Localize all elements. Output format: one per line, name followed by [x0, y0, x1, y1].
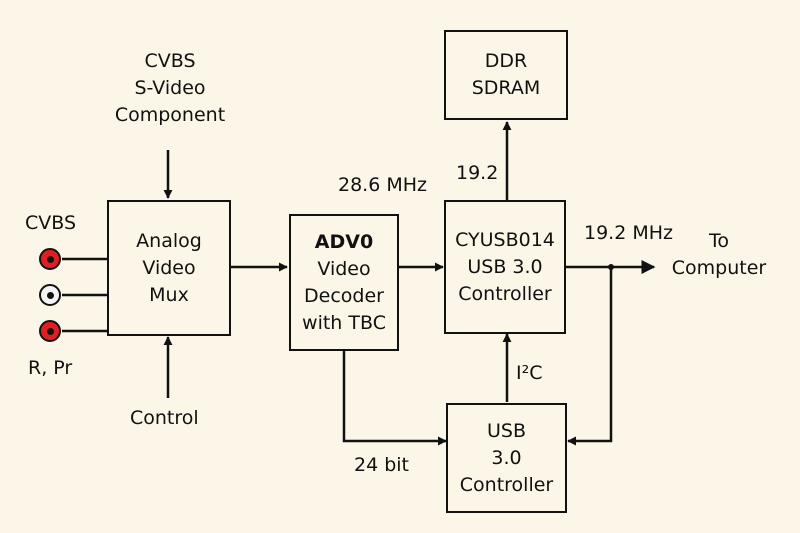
bus-width-label: 24 bit — [354, 454, 410, 476]
output-line-2: Computer — [671, 257, 767, 279]
clock-decoder-label: 28.6 MHz — [338, 174, 427, 196]
mux-line-3: Mux — [149, 283, 189, 306]
control-label: Control — [130, 407, 199, 429]
mux-line-2: Video — [142, 256, 196, 279]
decoder-title: ADV0 — [314, 230, 374, 253]
cyusb-controller-block: CYUSB014 USB 3.0 Controller — [444, 200, 566, 334]
cyusb-line-1: CYUSB014 — [455, 228, 555, 251]
ddr-line-1: DDR — [484, 50, 528, 72]
input-component: Component — [114, 104, 226, 126]
input-s-video: S-Video — [134, 77, 206, 99]
junction-dot-1 — [608, 264, 614, 270]
video-decoder-block: ADV0 Video Decoder with TBC — [289, 214, 399, 351]
wire-bus-to-usb — [567, 267, 613, 446]
i2c-label: I²C — [516, 362, 543, 384]
left-cvbs-label: CVBS — [25, 212, 77, 234]
mux-line-1: Analog — [136, 229, 202, 252]
cvbs-jack — [39, 248, 61, 270]
r-pr-jack — [39, 320, 61, 342]
usb-controller-block: USB 3.0 Controller — [446, 403, 567, 513]
decoder-line-1: Video — [317, 257, 371, 280]
top-inputs-label: CVBS S-Video Component — [100, 48, 240, 129]
white-jack — [39, 284, 61, 306]
usb-clock-label: 19.2 MHz — [584, 222, 673, 244]
output-line-1: To — [708, 230, 729, 252]
usb-line-3: Controller — [459, 473, 554, 496]
ddr-line-2: SDRAM — [471, 77, 541, 99]
analog-video-mux-block: Analog Video Mux — [107, 200, 231, 336]
ddr-link-label: 19.2 — [456, 162, 499, 184]
decoder-line-3: with TBC — [302, 311, 386, 334]
output-label: To Computer — [664, 228, 774, 282]
usb-line-2: 3.0 — [491, 446, 522, 469]
cyusb-line-3: Controller — [458, 282, 552, 305]
usb-line-1: USB — [486, 419, 526, 442]
decoder-line-2: Decoder — [304, 284, 384, 307]
input-cvbs: CVBS — [144, 50, 196, 72]
left-r-pr-label: R, Pr — [28, 357, 73, 379]
ddr-sdram-block: DDR SDRAM — [444, 30, 568, 120]
cyusb-line-2: USB 3.0 — [467, 255, 543, 278]
wire-decoder-to-usb — [342, 350, 447, 446]
